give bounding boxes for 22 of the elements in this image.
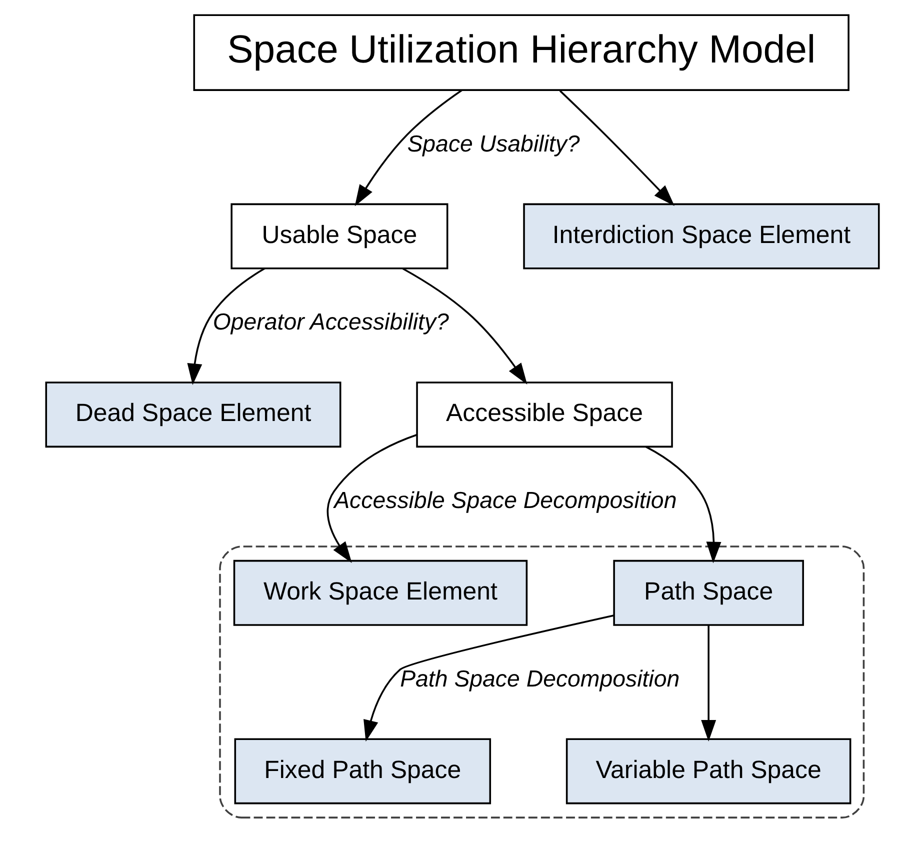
node-box: Work Space Element (232, 560, 528, 626)
arrow (558, 90, 674, 206)
arrow (402, 268, 527, 385)
arrow (354, 89, 462, 206)
edge-label: Operator Accessibility? (212, 308, 448, 335)
arrow (326, 434, 417, 563)
node-box: Path Space (612, 560, 804, 626)
edge-label: Accessible Space Decomposition (334, 487, 676, 514)
node-box: Space Utilization Hierarchy Model (192, 14, 849, 91)
arrow (363, 614, 614, 742)
node-box: Usable Space (230, 203, 448, 270)
edge-label: Space Usability? (406, 130, 580, 156)
node-box: Dead Space Element (44, 382, 341, 448)
arrow (700, 625, 716, 742)
cluster (218, 546, 864, 818)
edge-label: Path Space Decomposition (400, 665, 680, 692)
node-box: Accessible Space (416, 382, 672, 448)
node-box: Fixed Path Space (234, 738, 491, 804)
arrow (645, 446, 721, 564)
node-box: Variable Path Space (565, 738, 851, 804)
arrow (186, 268, 265, 385)
node-box: Interdiction Space Element (522, 203, 880, 270)
